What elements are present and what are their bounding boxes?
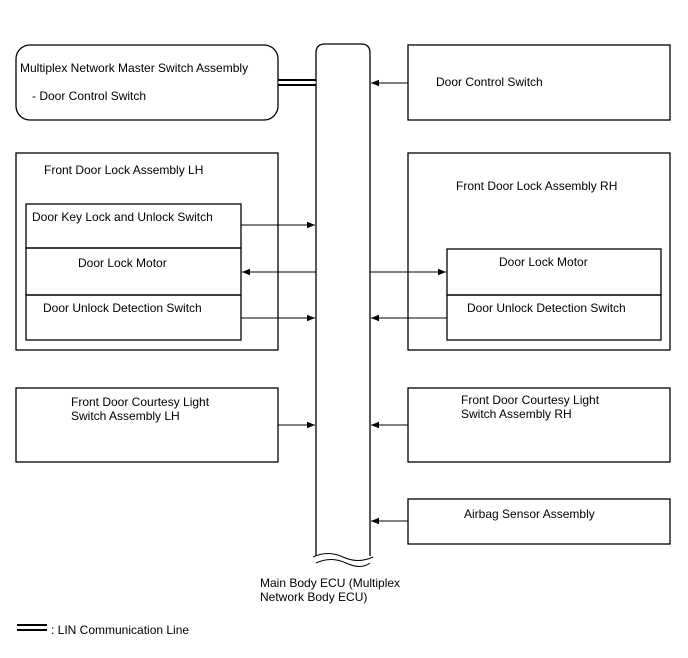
front-door-lock-lh-label: Front Door Lock Assembly LH: [44, 163, 203, 177]
legend-label: : LIN Communication Line: [51, 623, 189, 637]
door-lock-motor-lh-label: Door Lock Motor: [78, 256, 167, 270]
door-key-lock-switch-label: Door Key Lock and Unlock Switch: [32, 210, 213, 224]
door-unlock-detection-rh-label: Door Unlock Detection Switch: [467, 301, 626, 315]
door-lock-motor-rh-label: Door Lock Motor: [499, 255, 588, 269]
ecu-label-2: Network Body ECU): [260, 590, 367, 604]
door-unlock-detection-lh-label: Door Unlock Detection Switch: [43, 301, 202, 315]
front-door-lock-rh-label: Front Door Lock Assembly RH: [456, 179, 617, 193]
front-door-lock-lh-box: [15, 152, 279, 351]
front-door-lock-rh-box: [407, 152, 671, 351]
courtesy-rh-label-1: Front Door Courtesy Light: [461, 393, 600, 407]
door-control-switch-label: Door Control Switch: [436, 75, 543, 89]
courtesy-lh-label-1: Front Door Courtesy Light: [71, 395, 210, 409]
master-switch-box: [15, 44, 279, 121]
ecu-label-1: Main Body ECU (Multiplex: [260, 576, 400, 590]
ecu-break-line-2: [315, 559, 371, 567]
courtesy-lh-label-2: Switch Assembly LH: [71, 409, 180, 423]
master-switch-title: Multiplex Network Master Switch Assembly: [20, 61, 248, 75]
airbag-sensor-label: Airbag Sensor Assembly: [464, 507, 595, 521]
courtesy-rh-label-2: Switch Assembly RH: [461, 407, 572, 421]
master-switch-subtitle: - Door Control Switch: [32, 89, 146, 103]
ecu-bar: [315, 43, 371, 556]
ecu-break-line: [312, 553, 374, 561]
airbag-sensor-box: [407, 498, 671, 545]
